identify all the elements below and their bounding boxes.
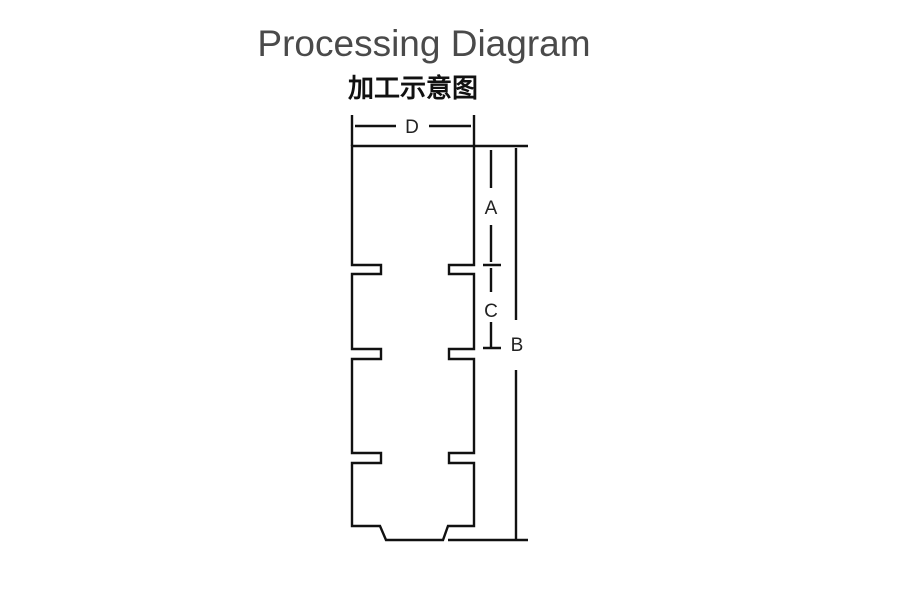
d-label: D (405, 117, 419, 138)
b-label: B (511, 335, 524, 356)
c-label: C (484, 301, 498, 322)
a-label: A (485, 198, 498, 219)
diagram-title: Processing Diagram (257, 23, 591, 64)
part-outline (350, 144, 476, 542)
diagram-subtitle: 加工示意图 (347, 73, 478, 103)
